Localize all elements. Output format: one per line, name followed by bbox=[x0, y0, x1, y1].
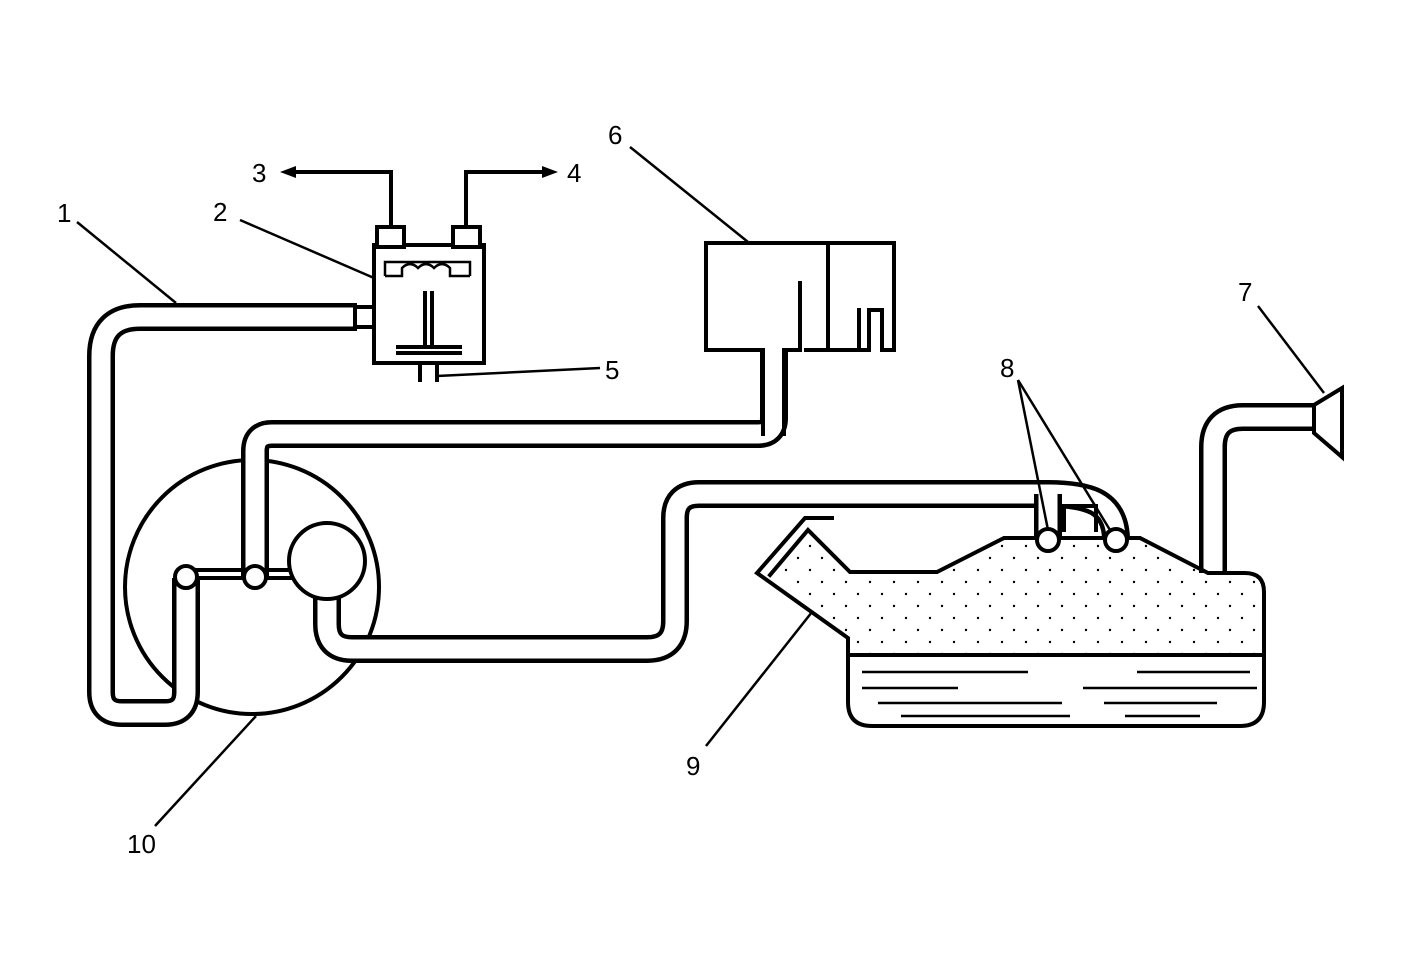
canister-port-1 bbox=[173, 564, 199, 590]
fuel-tank bbox=[754, 516, 1266, 728]
callout-8: 8 bbox=[1000, 353, 1014, 383]
vent-valve-loop bbox=[1062, 504, 1098, 532]
rollover-vent-valve-1 bbox=[1035, 527, 1061, 553]
callout-3: 3 bbox=[252, 158, 266, 188]
callout-4: 4 bbox=[567, 158, 581, 188]
intake-box bbox=[704, 241, 896, 436]
canister-purge-port bbox=[287, 521, 367, 601]
callout-2: 2 bbox=[213, 197, 227, 227]
hoses bbox=[87, 303, 1314, 727]
purge-solenoid-valve bbox=[353, 170, 486, 382]
canister-port-2 bbox=[242, 564, 268, 590]
leader-lines bbox=[76, 146, 1325, 827]
rollover-vent-valve-2 bbox=[1103, 527, 1129, 553]
signal-arrows bbox=[280, 166, 558, 178]
callout-labels: 1 2 3 4 5 6 7 8 9 10 bbox=[57, 120, 1252, 859]
callout-9: 9 bbox=[686, 751, 700, 781]
callout-7: 7 bbox=[1238, 277, 1252, 307]
fuel-cap bbox=[1312, 384, 1344, 462]
callout-1: 1 bbox=[57, 198, 71, 228]
callout-10: 10 bbox=[127, 829, 156, 859]
callout-6: 6 bbox=[608, 120, 622, 150]
callout-5: 5 bbox=[605, 355, 619, 385]
